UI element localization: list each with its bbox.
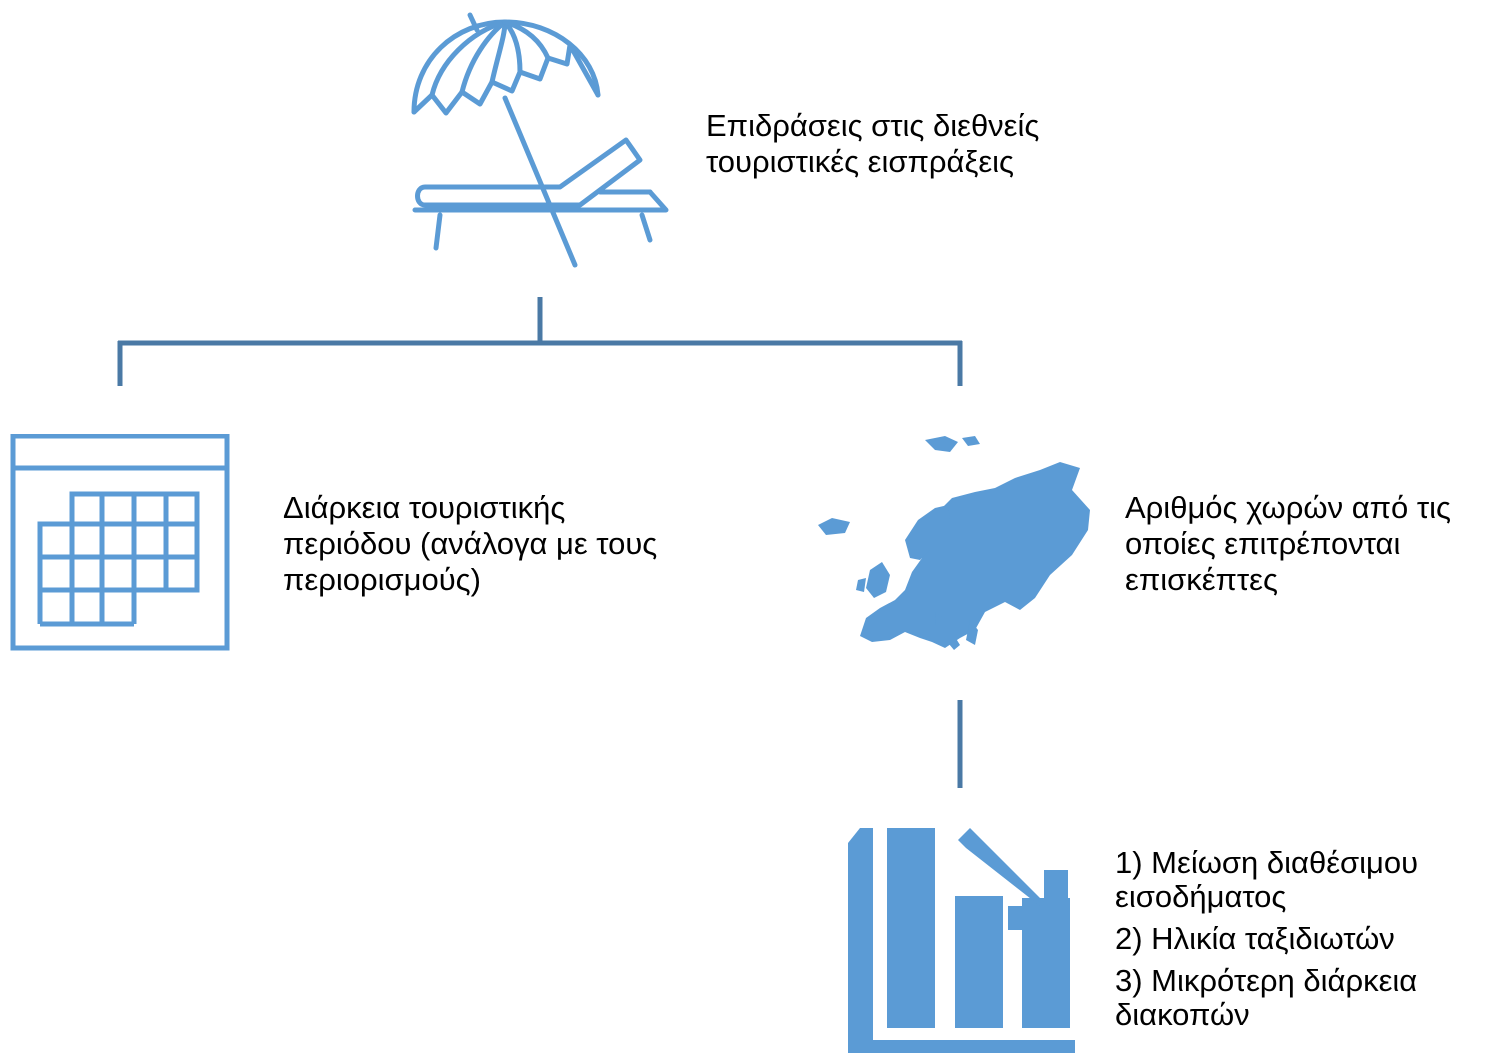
- top-node-label-line-1: Επιδράσεις στις διεθνείς: [706, 108, 1040, 143]
- left-node-label-line-1: Διάρκεια τουριστικής: [283, 490, 566, 525]
- right-node-label-line-3: επισκέπτες: [1125, 562, 1278, 597]
- list-item-2-line-1: 2) Ηλικία ταξιδιωτών: [1115, 921, 1395, 956]
- top-node-label-line-2: τουριστικές εισπράξεις: [706, 144, 1014, 179]
- calendar-icon: [10, 434, 232, 654]
- left-node-label: Διάρκεια τουριστικής περιόδου (ανάλογα μ…: [283, 490, 657, 598]
- bottom-node-list: 1) Μείωση διαθέσιμου εισοδήματος 2) Ηλικ…: [1115, 846, 1418, 1040]
- right-node-label-line-2: οποίες επιτρέπονται: [1125, 526, 1401, 561]
- left-node-label-line-2: περιόδου (ανάλογα με τους: [283, 526, 658, 561]
- list-item: 2) Ηλικία ταξιδιωτών: [1115, 922, 1418, 956]
- list-item-3-line-1: 3) Μικρότερη διάρκεια: [1115, 963, 1418, 998]
- list-item-1-line-1: 1) Μείωση διαθέσιμου: [1115, 845, 1419, 880]
- beach-umbrella-lounger-icon: [405, 10, 675, 272]
- declining-bar-chart-icon: [845, 826, 1075, 1053]
- europe-map-icon: [815, 432, 1115, 672]
- list-item: 3) Μικρότερη διάρκεια διακοπών: [1115, 964, 1418, 1032]
- list-item: 1) Μείωση διαθέσιμου εισοδήματος: [1115, 846, 1418, 914]
- list-item-3-line-2: διακοπών: [1115, 997, 1250, 1032]
- right-node-label: Αριθμός χωρών από τις οποίες επιτρέποντα…: [1125, 490, 1451, 598]
- top-node-label: Επιδράσεις στις διεθνείς τουριστικές εισ…: [706, 108, 1039, 180]
- list-item-1-line-2: εισοδήματος: [1115, 879, 1287, 914]
- right-node-label-line-1: Αριθμός χωρών από τις: [1125, 490, 1451, 525]
- left-node-label-line-3: περιορισμούς): [283, 562, 481, 597]
